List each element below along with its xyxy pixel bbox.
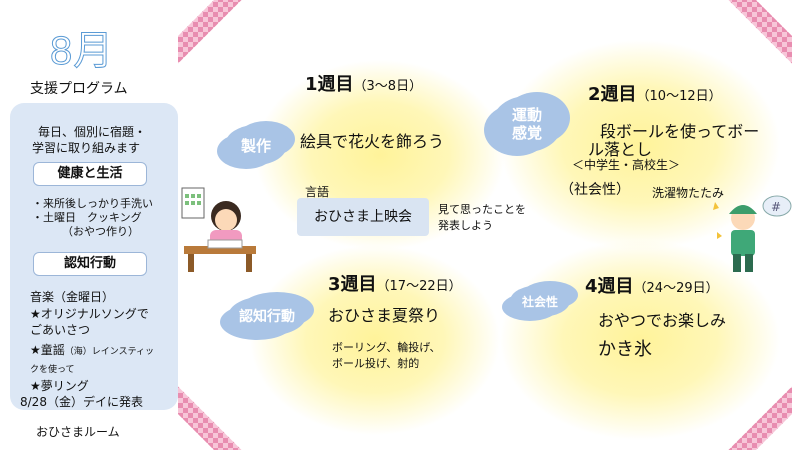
week2-range: （10～12日） — [636, 89, 722, 104]
health-item-2: ・土曜日 クッキング — [32, 211, 142, 224]
week3-games-2: ボール投げ、射的 — [332, 357, 420, 370]
boy-laundry-illustration: # — [713, 195, 792, 272]
page-subtitle: 支援プログラム — [30, 81, 128, 97]
girl-studying-illustration — [181, 187, 256, 272]
week4-activity-1: おやつでお楽しみ — [598, 311, 727, 330]
week4-glow — [500, 240, 780, 440]
language-activity: おひさま上映会 — [297, 198, 429, 236]
week2-activity-1: 段ボールを使ってボー — [600, 122, 760, 141]
health-item-1: ・来所後しっかり手洗い — [32, 197, 153, 210]
health-item-3: （おやつ作り） — [62, 225, 139, 238]
song-2: ★童謡（海）レインスティッ — [30, 342, 154, 360]
week2-number: 2 — [588, 84, 601, 105]
corner-decoration-top-left — [178, 0, 250, 64]
footer-room-name: おひさまルーム — [36, 425, 120, 439]
week4-activity-2: かき氷 — [598, 339, 652, 360]
month-title: 8月 — [49, 29, 115, 74]
week2-social-activity: 洗濯物たたみ — [652, 186, 725, 200]
week1-activity: 絵具で花火を飾ろう — [300, 132, 445, 151]
week3-heading: 3週目（17～22日） — [328, 270, 462, 296]
week4-range: （24～29日） — [633, 281, 719, 296]
week2-badge: 運動 感覚 — [492, 96, 562, 152]
week2-label: 週目 — [600, 84, 637, 105]
week2-social: （社会性） — [560, 182, 630, 198]
week1-range: （3～8日） — [353, 79, 423, 94]
week3-games-1: ボーリング、輪投げ、 — [332, 341, 441, 354]
song-2-prefix: ★童謡 — [30, 343, 65, 357]
song-2-small: （海）レインスティッ — [64, 347, 155, 357]
intro-line2: 学習に取り組みます — [32, 141, 141, 155]
week4-badge: 社会性 — [510, 285, 570, 317]
section-cognition: 認知行動 — [33, 252, 147, 276]
song-3: ★夢リング — [30, 379, 89, 393]
week1-heading: 1週目（3～8日） — [305, 70, 422, 96]
song-2-tail: クを使って — [30, 365, 75, 375]
svg-text:#: # — [771, 200, 781, 214]
music-label: 音楽（金曜日） — [30, 290, 115, 304]
intro-line1: 毎日、個別に宿題・ — [38, 125, 147, 139]
week2-sub: ＜中学生・高校生＞ — [572, 158, 681, 172]
song-1-b: ごあいさつ — [30, 323, 91, 337]
week2-activity-2: ル落とし — [588, 140, 653, 159]
week4-number: 4 — [585, 276, 598, 297]
song-1: ★オリジナルソングで — [30, 307, 149, 321]
language-note-2: 発表しよう — [438, 219, 493, 232]
section-health: 健康と生活 — [33, 162, 147, 186]
week3-glow — [250, 245, 500, 435]
week1-badge: 製作 — [225, 125, 287, 165]
week4-label: 週目 — [597, 276, 634, 297]
week1-label: 週目 — [317, 74, 354, 95]
language-note-1: 見て思ったことを — [438, 203, 526, 216]
week3-number: 3 — [328, 274, 341, 295]
week2-heading: 2週目（10～12日） — [588, 80, 722, 106]
week3-activity: おひさま夏祭り — [328, 306, 441, 325]
week1-number: 1 — [305, 74, 318, 95]
week3-range: （17～22日） — [376, 279, 462, 294]
week3-label: 週目 — [340, 274, 377, 295]
event-date: 8/28（金）デイに発表 — [20, 395, 143, 409]
language-label: 言語 — [305, 185, 330, 199]
week4-heading: 4週目（24～29日） — [585, 272, 719, 298]
week3-badge: 認知行動 — [228, 296, 306, 336]
